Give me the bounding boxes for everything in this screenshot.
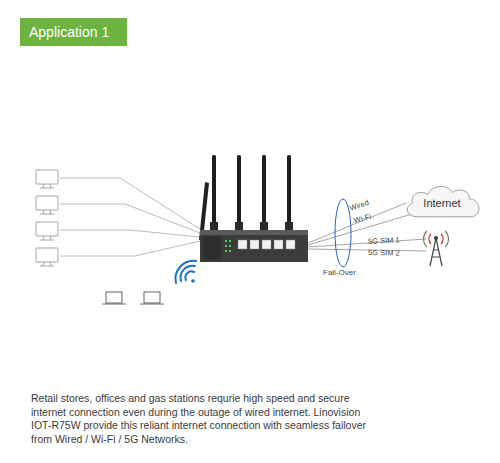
lan-wire <box>60 241 200 256</box>
link-label: Wired <box>349 198 370 213</box>
wifi-arc <box>176 261 196 283</box>
uplink-line <box>308 239 426 247</box>
led <box>225 240 227 242</box>
laptop-base <box>140 304 164 305</box>
router-top <box>200 230 308 235</box>
wifi-symbol <box>176 261 196 283</box>
monitor-stand <box>40 262 54 266</box>
laptop-screen <box>106 292 122 303</box>
cloud-node: Internet <box>402 181 482 221</box>
node-label: Internet <box>423 197 460 209</box>
link-label: Wi-Fi <box>353 212 372 225</box>
led <box>225 245 227 247</box>
port <box>262 240 271 249</box>
led <box>229 240 231 242</box>
wifi-dot <box>191 279 195 283</box>
title: Application 1 <box>29 24 109 40</box>
link-label: 5G SIM 2 <box>368 248 400 258</box>
tower-mast <box>430 238 442 266</box>
ethernet-ports <box>238 240 295 249</box>
router-body <box>200 230 308 262</box>
tower-signal <box>429 234 443 244</box>
lan-wire <box>60 230 200 237</box>
antenna <box>287 155 291 230</box>
laptops <box>102 292 164 304</box>
cell-tower <box>424 231 449 266</box>
tower-signal <box>424 231 449 247</box>
title-banner: Application 1 <box>20 18 127 46</box>
lan-wire <box>60 178 200 229</box>
wifi-arc <box>181 266 195 281</box>
monitor-stand <box>40 184 54 188</box>
cloud-shape <box>407 186 479 216</box>
port <box>286 240 295 249</box>
led <box>229 245 231 247</box>
uplink-line <box>308 249 426 251</box>
laptop-base <box>102 304 126 305</box>
lan-wires <box>60 178 200 256</box>
monitor <box>36 222 58 236</box>
caption: Retail stores, offices and gas stations … <box>31 392 366 446</box>
router <box>199 155 308 262</box>
monitor-stand <box>40 210 54 214</box>
led <box>225 250 227 252</box>
led <box>229 250 231 252</box>
monitors <box>36 170 58 266</box>
link-label: 5G SIM 1 <box>368 235 400 246</box>
router-side <box>203 236 221 260</box>
monitor <box>36 170 58 184</box>
failover-label: Fail-Over <box>323 268 356 277</box>
lan-wire <box>60 204 200 233</box>
antenna <box>212 155 216 230</box>
tower-top <box>435 237 438 240</box>
monitor <box>36 248 58 262</box>
monitor-stand <box>40 236 54 240</box>
failover-ellipse <box>335 199 351 267</box>
status-leds <box>225 240 231 252</box>
monitor <box>36 196 58 210</box>
port <box>250 240 259 249</box>
laptop-screen <box>144 292 160 303</box>
antenna <box>262 155 266 230</box>
port <box>274 240 283 249</box>
port <box>238 240 247 249</box>
antenna <box>237 155 241 230</box>
wifi-arc <box>185 271 194 280</box>
